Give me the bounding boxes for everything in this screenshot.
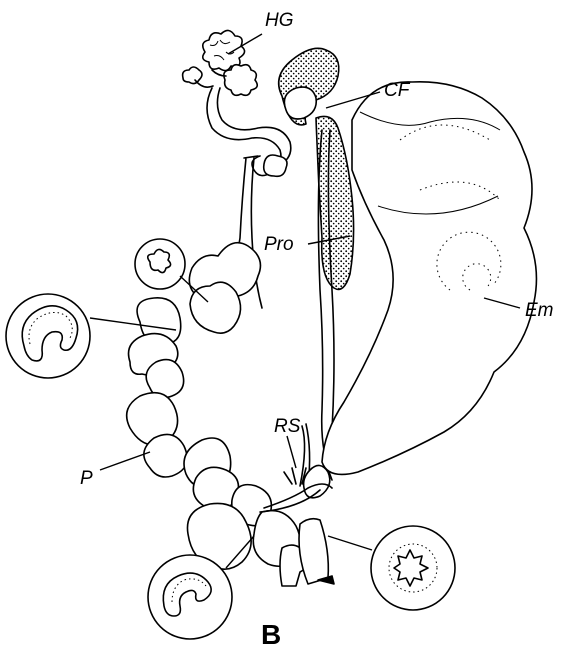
egg-mass-uterus (322, 82, 536, 475)
label-em: Em (525, 300, 554, 321)
carrefour (279, 48, 339, 125)
cross-section-bottom-left (148, 555, 232, 639)
panel-label: B (261, 619, 281, 650)
hermaphroditic-gland (183, 30, 258, 95)
cross-section-upper-left (6, 294, 90, 378)
label-rs: RS (274, 416, 301, 437)
duct-coil (264, 155, 287, 176)
penis-complex (127, 243, 334, 586)
label-pro: Pro (264, 234, 294, 255)
leader-p (100, 452, 150, 470)
leader-rs (287, 436, 296, 468)
label-hg: HG (265, 10, 294, 31)
label-p: P (80, 468, 93, 489)
label-cf: CF (384, 80, 411, 101)
cross-section-small-top (135, 239, 185, 289)
leader-section-bottom-right (328, 536, 372, 550)
cross-section-bottom-right (371, 526, 455, 610)
